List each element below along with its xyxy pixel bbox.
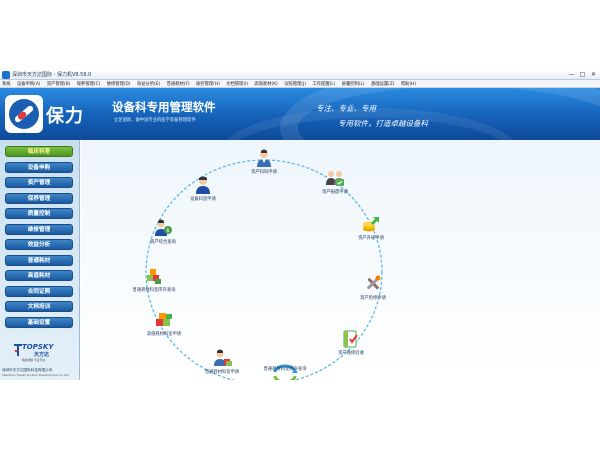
workflow-node-asset-purchase-apply[interactable]: 资产科科申请 [224,148,304,175]
sidebar-item[interactable]: 效益分析 [5,239,73,250]
workflow-node-label: 资产报废申请 [322,190,348,195]
window-title: 深圳市天方达国际 - 保力机V8.58.0 [12,72,92,78]
brand-name: 保力 [46,106,84,127]
sidebar-item[interactable]: 临床科室 [5,146,73,157]
product-logo-icon [5,95,43,133]
slogan-line-1: 专注、专业、专用 [316,104,376,113]
sidebar-item[interactable]: 文档培训 [5,301,73,312]
menu-item[interactable]: 质量控制(L) [341,81,365,87]
menu-item[interactable]: 系统 [2,81,11,87]
sidebar: 临床科室设备申购资产管理保养管理质量控制维修管理效益分析普通耗材高值耗材合同证照… [0,140,80,380]
svg-text:$: $ [166,228,169,234]
workflow-node-asset-repair-apply[interactable]: 资产检修申请 [333,274,413,301]
checklist-icon [343,330,358,348]
company-name-en: Shenzhen Topsky Sci-Tech Development Co.… [2,373,70,377]
company-name: 深圳市天方达国际科技有限公司 [2,368,53,372]
sidebar-item[interactable]: 设备申购 [5,161,73,173]
menu-bar: 系统设备申购(A) 资产管理(B) 保养管理(C) 维修管理(D) 效益分析(E) 普通耗… [0,80,600,88]
coins-icon [363,217,379,232]
workflow-node-consumable-apply[interactable]: 普通耗材科室申请 [182,348,262,375]
workflow-node-equipment-dept-apply[interactable]: 设备科室申请 [163,175,243,202]
workflow-node-asset-upgrade-apply[interactable]: 资产升级申请 [331,214,411,241]
sidebar-item[interactable]: 保养管理 [5,192,73,204]
menu-item[interactable]: 证照管理(J) [284,81,306,87]
menu-item[interactable]: 设备申购(A) [16,81,41,87]
recycle-icon [147,269,161,284]
sidebar-item[interactable]: 维修管理 [5,223,73,235]
company-tagline: 精益求精 专业专注 [22,358,46,362]
product-title: 设备科专用管理软件 [112,100,216,114]
company-logo: TOPSKY 天方达 精益求精 专业专注 [12,343,72,367]
close-button[interactable]: ✕ [590,71,597,78]
topsky-logo-icon [14,344,22,356]
menu-item[interactable]: 质控管理(H) [196,81,220,87]
workflow-node-equipment-store-query[interactable]: 普通耗材科室库存查询 [114,266,194,293]
sidebar-item[interactable]: 质量控制 [5,208,73,219]
sidebar-item[interactable]: 合同证照 [5,285,73,297]
workflow-node-label: 普通耗材科室库存查询 [263,367,307,372]
boxes-icon [156,313,172,326]
workflow-node-label: 设备科室申请 [190,197,216,202]
company-logo-text: TOPSKY [22,343,54,351]
workflow-node-label: 普通耗材科室申请 [204,370,240,375]
workflow-node-label: 资产检修申请 [360,296,386,301]
handover-icon [326,171,344,186]
cycle-arrows-icon [273,364,298,380]
doctor-icon [257,149,271,167]
workflow-panel: 资产科科申请资产报废申请资产升级申请资产检修申请资产维修验收普通耗材科室库存查询… [81,140,600,380]
sidebar-item[interactable]: 基础设置 [5,316,73,328]
sidebar-item[interactable]: 普通耗材 [5,254,73,266]
workflow-node-asset-repair-accept[interactable]: 资产维修验收 [311,329,391,356]
app-window: 深圳市天方达国际 - 保力机V8.58.0 — □ ✕ 系统设备申购(A) 资产管… [0,70,600,380]
workflow-node-asset-overview-query[interactable]: $ 资产综合查询 [123,218,203,245]
workflow-node-label: 普通耗材科室库存查询 [132,288,176,293]
workflow-node-hv-consumable-apply[interactable]: 高值耗材科室申请 [124,310,204,337]
window-controls: — □ ✕ [567,71,598,78]
tools-icon [367,275,381,290]
company-logo-cn: 天方达 [34,352,50,358]
sidebar-item[interactable]: 高值耗材 [5,270,73,281]
menu-item[interactable]: 高值耗材(K) [254,81,278,87]
workflow-node-asset-transfer-apply[interactable]: 资产报废申请 [295,168,375,195]
minimize-button[interactable]: — [568,71,575,78]
workflow-node-label: 高值耗材科室申请 [146,332,182,337]
slogan-line-2: 专用软件，打造卓越设备科 [338,119,428,128]
menu-item[interactable]: 保养管理(C) [76,81,101,87]
workflow-node-label: 资产综合查询 [150,240,176,245]
menu-item[interactable]: 帮助(H) [400,81,417,87]
workflow-node-label: 资产科科申请 [251,170,277,175]
workflow-node-hv-store-query[interactable]: 普通耗材科室库存查询 [245,365,325,372]
menu-item[interactable]: 资产管理(B) [46,81,71,87]
menu-item[interactable]: 基础设置(Z) [370,81,395,87]
maximize-button[interactable]: □ [579,71,586,78]
workflow-node-label: 资产维修验收 [338,351,364,356]
menu-item[interactable]: 工作提醒(L) [312,81,336,87]
menu-item[interactable]: 文档管理(I) [226,81,248,87]
user-icon [196,176,210,194]
menu-item[interactable]: 效益分析(E) [136,81,161,87]
nurse-icon [214,349,232,366]
menu-item[interactable]: 维修管理(D) [106,81,131,87]
sidebar-item[interactable]: 资产管理 [5,177,73,188]
title-bar: 深圳市天方达国际 - 保力机V8.58.0 — □ ✕ [0,70,600,80]
app-icon [2,71,10,79]
workflow-node-label: 资产升级申请 [358,236,384,241]
product-subtitle: 立足国际，做中国专业的医学装备管理软件 [114,118,196,123]
header-banner: 保力 设备科专用管理软件 立足国际，做中国专业的医学装备管理软件 专注、专业、专… [0,88,600,140]
menu-item[interactable]: 普通耗材(F) [166,81,190,87]
money-user-icon: $ [155,219,172,236]
